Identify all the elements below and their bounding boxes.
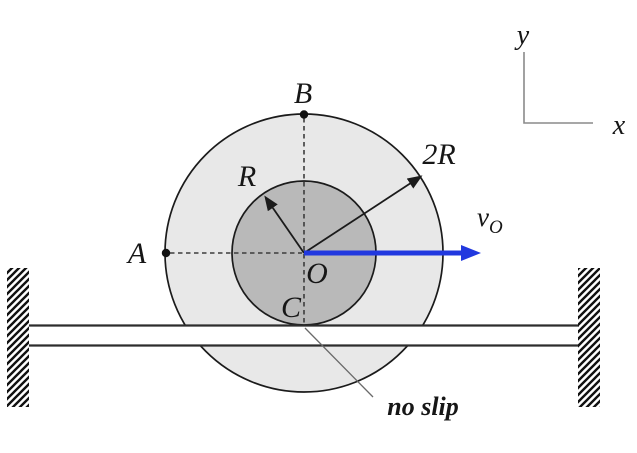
radius-R-arrow [264,195,305,254]
rail-body [29,324,579,347]
velocity-arrowhead-icon [461,245,481,261]
label-contact-C: C [281,291,302,324]
velocity-subscript: O [489,217,503,238]
label-point-A: A [126,237,147,270]
label-radius-R: R [237,160,256,193]
left-wall-hatch [7,268,29,407]
velocity-vector-arrow [304,245,481,261]
label-no-slip: no slip [387,392,459,421]
label-center-O: O [306,257,328,290]
velocity-symbol: v [477,202,489,232]
label-radius-2R: 2R [422,138,455,171]
label-axis-y: y [514,20,530,51]
coordinate-axes [523,52,593,124]
label-axis-x: x [612,110,626,141]
point-A-dot [161,248,171,258]
no-slip-leader-line [304,327,374,398]
point-B-dot [299,110,309,119]
label-velocity-vO: vO [477,202,503,238]
right-wall-hatch [578,268,600,407]
radius-2R-arrow [303,175,423,254]
label-point-B: B [294,77,312,110]
